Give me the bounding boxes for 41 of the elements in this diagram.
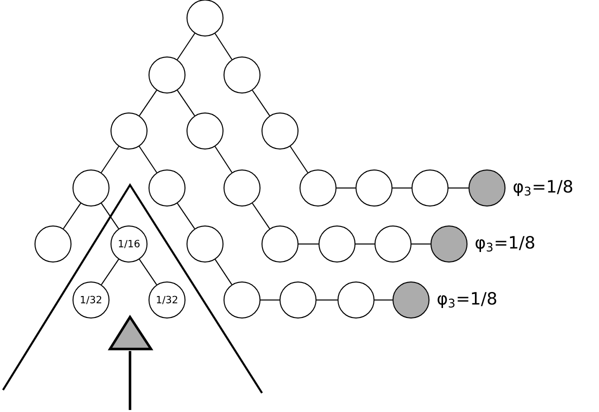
circle [262,226,298,262]
circle [148,170,186,206]
circle [148,56,186,94]
connector [214,33,232,60]
connector [214,258,232,286]
connector [252,202,270,230]
circle [392,282,430,318]
connector [290,146,308,174]
connector [100,146,120,174]
connector [100,258,120,286]
circle [110,112,148,150]
connector [252,90,270,116]
circle [356,170,392,206]
circle [412,170,448,206]
circle [300,170,336,206]
connector [138,146,158,174]
connector [214,146,232,173]
circle [34,226,72,262]
circle [468,170,506,206]
circle [186,226,224,262]
circle [318,226,356,262]
circle [224,170,260,206]
value-label: φ$_{3}$=1/8 [438,292,496,308]
circle [186,112,224,150]
connector [176,90,196,116]
connector [138,258,158,286]
circle [280,282,316,318]
connector [176,202,196,230]
circle [262,112,298,150]
connector [138,90,158,116]
value-label: φ$_{3}$=1/8 [514,180,572,196]
circle [224,56,260,94]
circle [430,226,468,262]
circle [72,170,110,206]
circle [224,282,260,318]
connector [62,202,82,230]
value-label: φ$_{3}$=1/8 [476,236,534,252]
circle [374,226,412,262]
connector [176,32,196,60]
circle [338,282,374,318]
connector [100,202,120,230]
